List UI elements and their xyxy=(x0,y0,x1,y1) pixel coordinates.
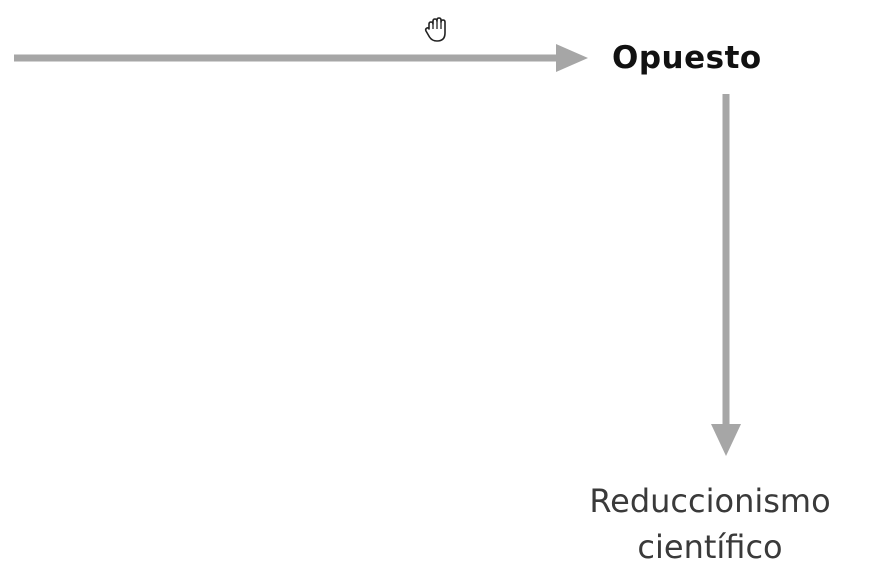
node-opuesto: Opuesto xyxy=(612,40,762,76)
grab-hand-icon xyxy=(424,17,446,42)
arrow-to-reduccionismo xyxy=(711,94,741,456)
arrow-to-opuesto xyxy=(14,44,588,72)
node-reduccionismo-cientifico: Reduccionismo científico xyxy=(589,482,831,566)
